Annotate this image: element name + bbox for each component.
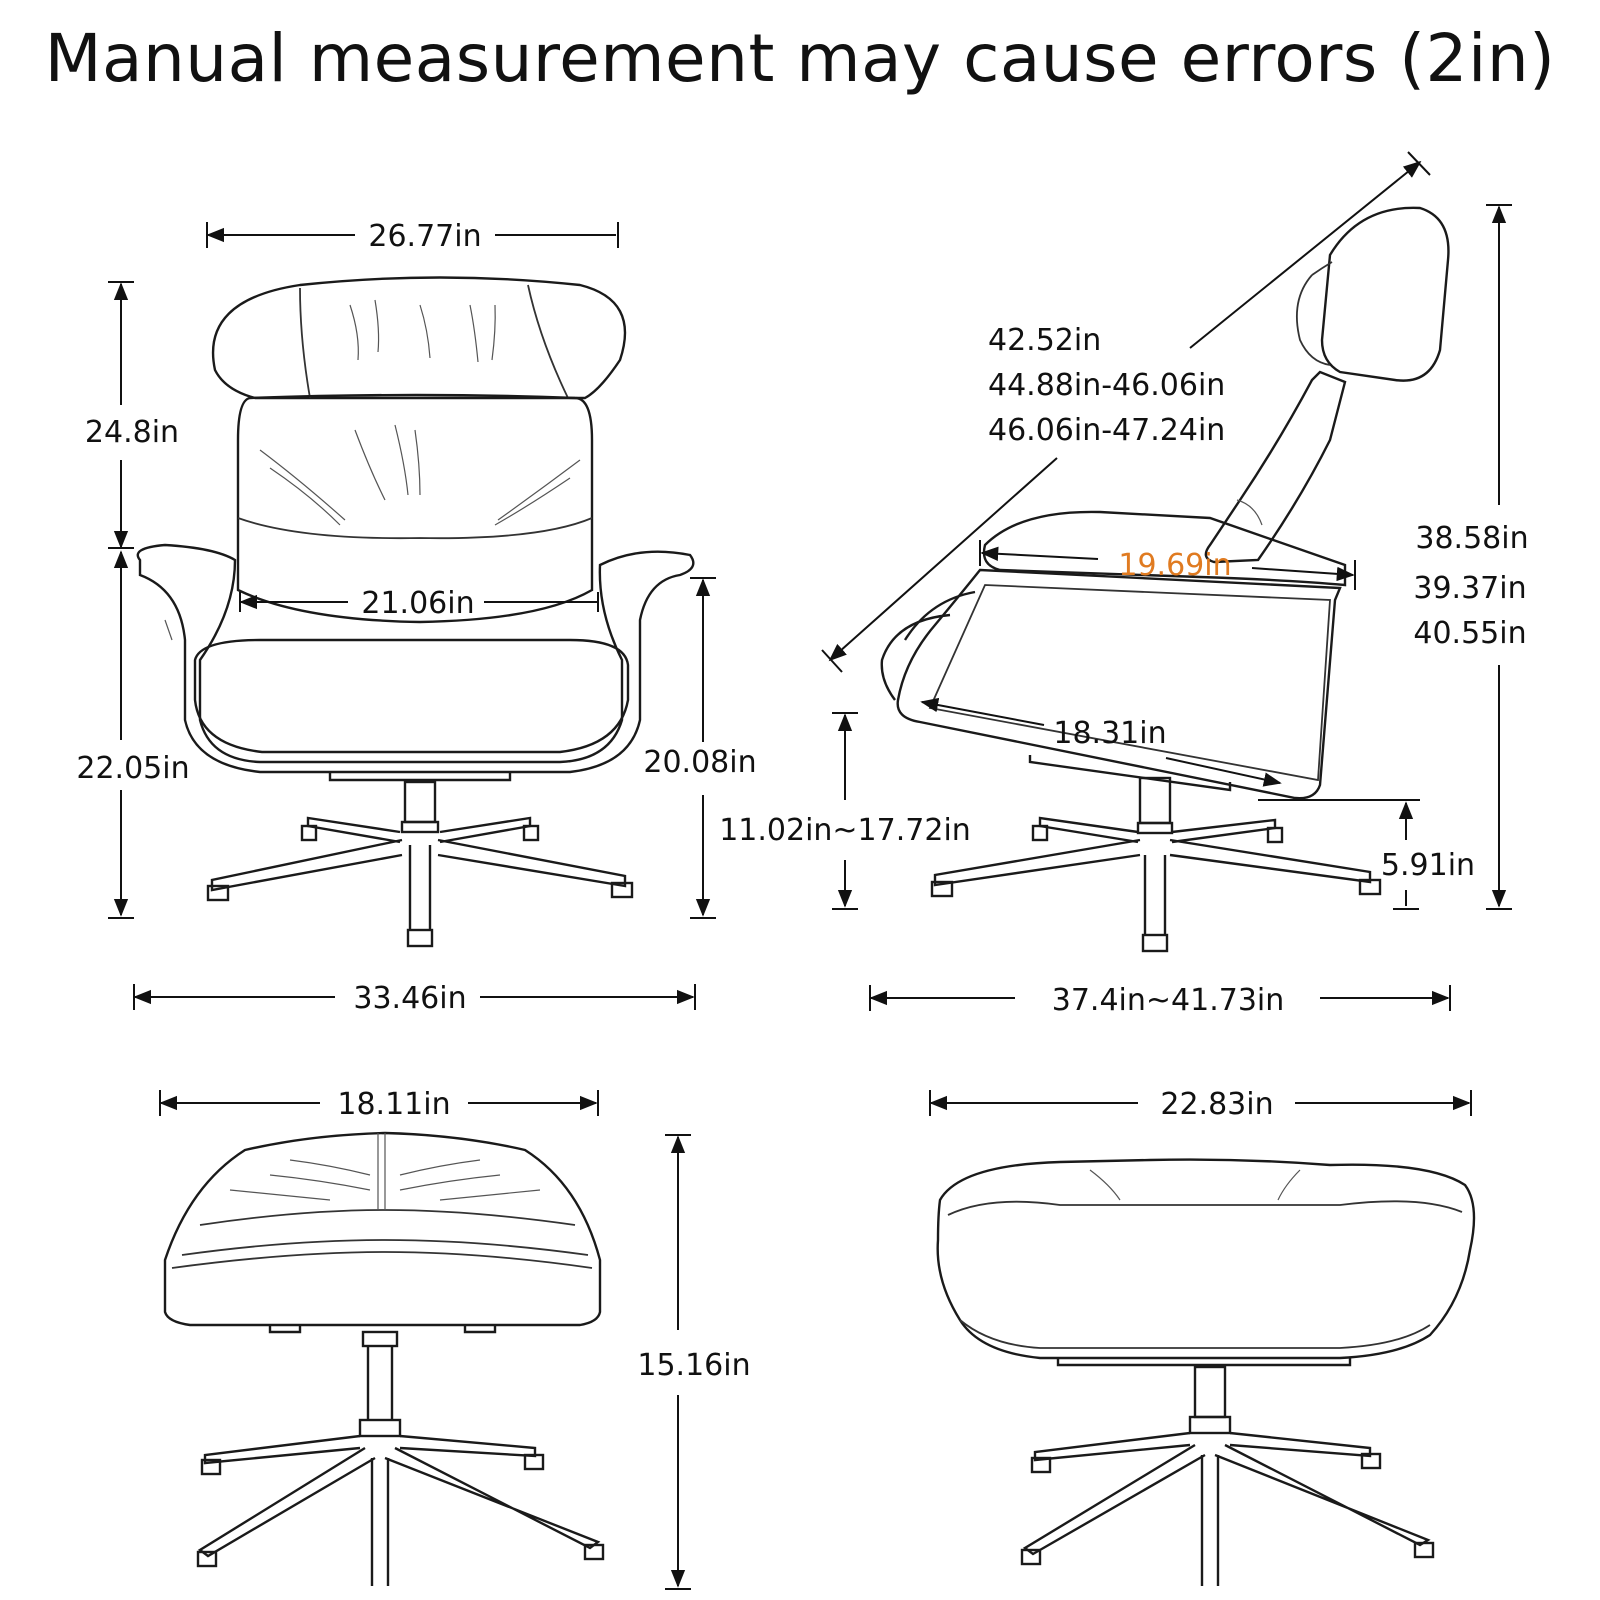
chair-front-arm-height-label: 20.08in	[643, 745, 756, 780]
chair-side-illustration	[880, 206, 1450, 953]
ottoman-side-illustration	[936, 1158, 1476, 1586]
chair-front-inner-width-label: 21.06in	[361, 586, 474, 621]
chair-side-seat-height-range-label: 11.02in~17.72in	[719, 813, 971, 848]
chair-side-height-label-3: 40.55in	[1413, 616, 1526, 651]
chair-side-diagonal-label-3: 46.06in-47.24in	[988, 413, 1225, 448]
chair-side-diagonal-label-2: 44.88in-46.06in	[988, 368, 1225, 403]
chair-side-height-label-1: 38.58in	[1415, 521, 1528, 556]
ottoman-side-width-label: 22.83in	[1160, 1087, 1273, 1122]
ottoman-front-illustration	[163, 1131, 605, 1586]
chair-side-height-label-2: 39.37in	[1413, 571, 1526, 606]
chair-side-seat-width-label: 19.69in	[1118, 548, 1231, 583]
chair-side-dimensions: 42.52in 44.88in-46.06in 46.06in-47.24in …	[719, 151, 1529, 1018]
ottoman-front-width-label: 18.11in	[337, 1087, 450, 1122]
chair-side-seat-depth-label: 18.31in	[1053, 716, 1166, 751]
chair-front-base-width-label: 33.46in	[353, 981, 466, 1016]
chair-side-base-height-label: 5.91in	[1381, 848, 1475, 883]
chair-front-headrest-height-label: 24.8in	[85, 415, 179, 450]
chair-front-top-width-label: 26.77in	[368, 219, 481, 254]
ottoman-front-dimensions: 18.11in 15.16in	[159, 1087, 751, 1590]
chair-side-diagonal-label-1: 42.52in	[988, 323, 1101, 358]
chair-front-illustration	[136, 276, 695, 948]
page-title: Manual measurement may cause errors (2in…	[44, 20, 1556, 97]
ottoman-front-height-label: 15.16in	[637, 1348, 750, 1383]
ottoman-side-dimensions: 22.83in	[929, 1087, 1472, 1122]
chair-front-dimensions: 26.77in 24.8in 22.05in 21.06in 20.08in 3…	[76, 219, 756, 1016]
chair-side-depth-range-label: 37.4in~41.73in	[1052, 983, 1285, 1018]
chair-front-seat-height-label: 22.05in	[76, 751, 189, 786]
